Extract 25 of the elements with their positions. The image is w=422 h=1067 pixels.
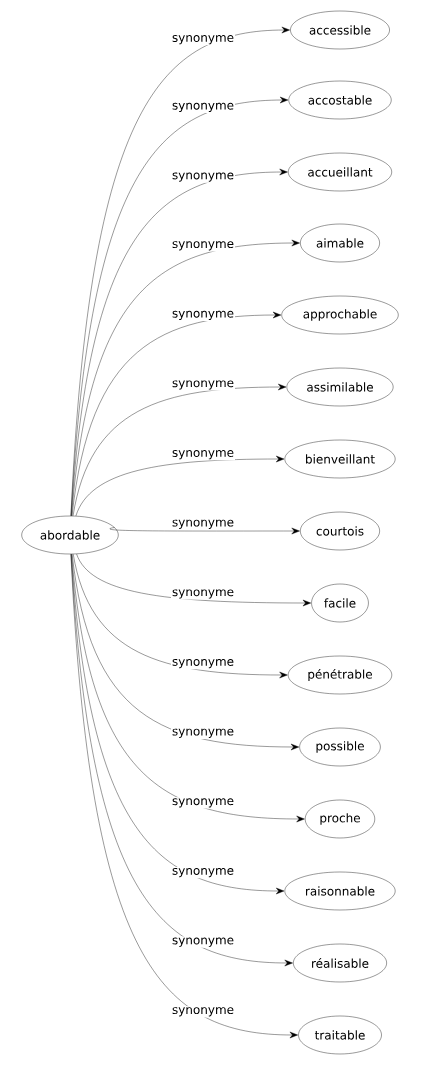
edge-label: synonyme xyxy=(170,101,236,113)
edge-label: synonyme xyxy=(170,34,236,46)
edge-label: synonyme xyxy=(170,936,236,948)
edge-label: synonyme xyxy=(170,797,236,809)
edge-label: synonyme xyxy=(170,449,236,461)
edge-label: synonyme xyxy=(170,727,236,739)
edge-label: synonyme xyxy=(170,518,236,530)
arrow xyxy=(75,455,285,517)
edge-label: synonyme xyxy=(170,240,236,252)
arrow xyxy=(76,553,311,607)
arrow xyxy=(71,239,300,517)
arrow xyxy=(73,553,288,679)
arrow xyxy=(71,554,305,823)
edge-label: synonyme xyxy=(170,867,236,879)
arrow xyxy=(72,383,287,517)
edge-label: synonyme xyxy=(170,1006,236,1018)
edge-label: synonyme xyxy=(170,588,236,600)
edge-label: synonyme xyxy=(170,171,236,183)
arrow xyxy=(109,527,300,535)
edge-label: synonyme xyxy=(170,658,236,670)
arrow xyxy=(71,311,282,517)
arrow xyxy=(70,554,298,1039)
arrow xyxy=(71,553,300,751)
edge-label: synonyme xyxy=(170,379,236,391)
edge-label: synonyme xyxy=(170,309,236,321)
